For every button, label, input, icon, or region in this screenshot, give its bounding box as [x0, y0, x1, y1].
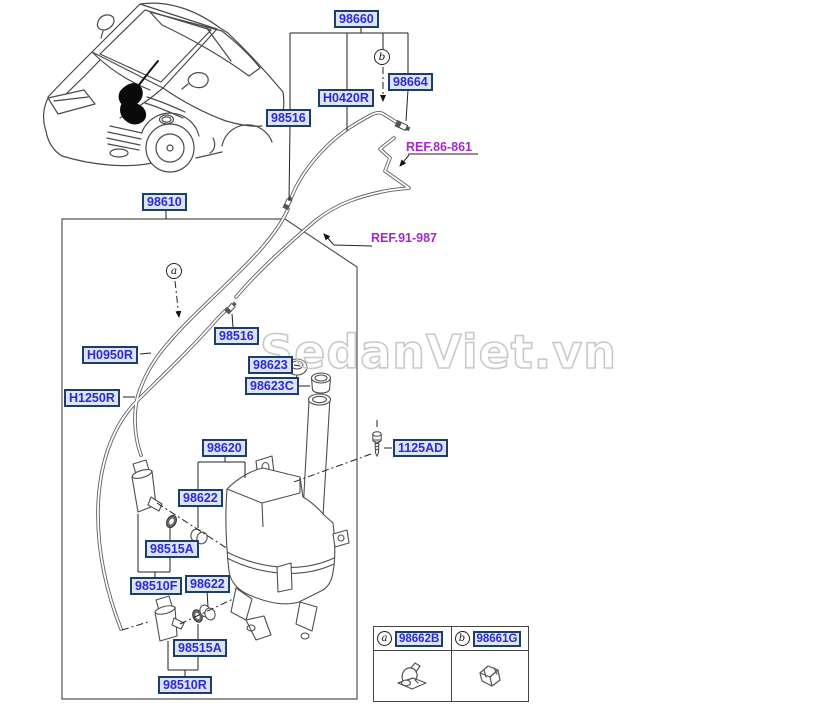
part-label-98622-upper: 98622 [178, 489, 223, 507]
part-label-98660: 98660 [334, 10, 379, 28]
grommet-lower [199, 604, 216, 621]
legend-part-98662B: 98662B [395, 630, 444, 647]
ref-label-hood: REF.86-861 [406, 140, 473, 154]
hose-rear-body [234, 136, 411, 299]
marker-a: a [166, 263, 182, 279]
part-label-98515A-lower: 98515A [173, 639, 227, 657]
washer-pump-front [131, 459, 163, 513]
part-label-98510F: 98510F [130, 577, 183, 595]
hose-clip-icon [479, 665, 501, 687]
washer-reservoir-tank [225, 358, 350, 641]
leader-lines [123, 28, 478, 676]
part-label-98516-top: 98516 [266, 109, 311, 127]
part-label-98516-mid: 98516 [214, 327, 259, 345]
legend-cell-a: a 98662B [374, 627, 451, 701]
pump-seal-front [165, 514, 178, 529]
part-label-H0950R: H0950R [82, 346, 138, 364]
part-label-98515A-upper: 98515A [145, 540, 199, 558]
part-label-98510R: 98510R [158, 676, 212, 694]
legend-part-98661G: 98661G [472, 630, 522, 647]
part-label-98623C: 98623C [245, 377, 299, 395]
bolt-1125AD [372, 431, 382, 458]
part-label-H1250R: H1250R [64, 389, 120, 407]
legend-marker-a: a [377, 631, 392, 646]
part-label-1125AD: 1125AD [393, 439, 449, 457]
legend-marker-b: b [454, 631, 470, 646]
hose-connector-top [281, 195, 294, 211]
assembly-axes [121, 67, 386, 631]
ref-label-body: REF.91-987 [371, 231, 438, 245]
marker-b: b [374, 49, 390, 65]
hose-clip-icon [397, 662, 427, 690]
washer-hoses [96, 110, 411, 631]
legend-table: a 98662B b 98661G [373, 626, 529, 702]
detail-box-outline [61, 218, 358, 700]
reservoir-cap [310, 372, 332, 394]
part-label-98622-lower: 98622 [185, 575, 230, 593]
part-label-98610: 98610 [142, 193, 187, 211]
part-label-98623: 98623 [248, 356, 293, 374]
car-illustration [42, 2, 285, 173]
watermark: SedanViet.vn [259, 324, 617, 380]
washer-system-highlight [118, 83, 147, 125]
hose-connector-98664 [393, 119, 412, 134]
part-label-98664: 98664 [388, 73, 433, 91]
part-label-98620: 98620 [202, 439, 247, 457]
washer-pump-rear [154, 595, 185, 642]
legend-cell-b: b 98661G [450, 627, 528, 701]
part-label-H0420R: H0420R [318, 89, 374, 107]
